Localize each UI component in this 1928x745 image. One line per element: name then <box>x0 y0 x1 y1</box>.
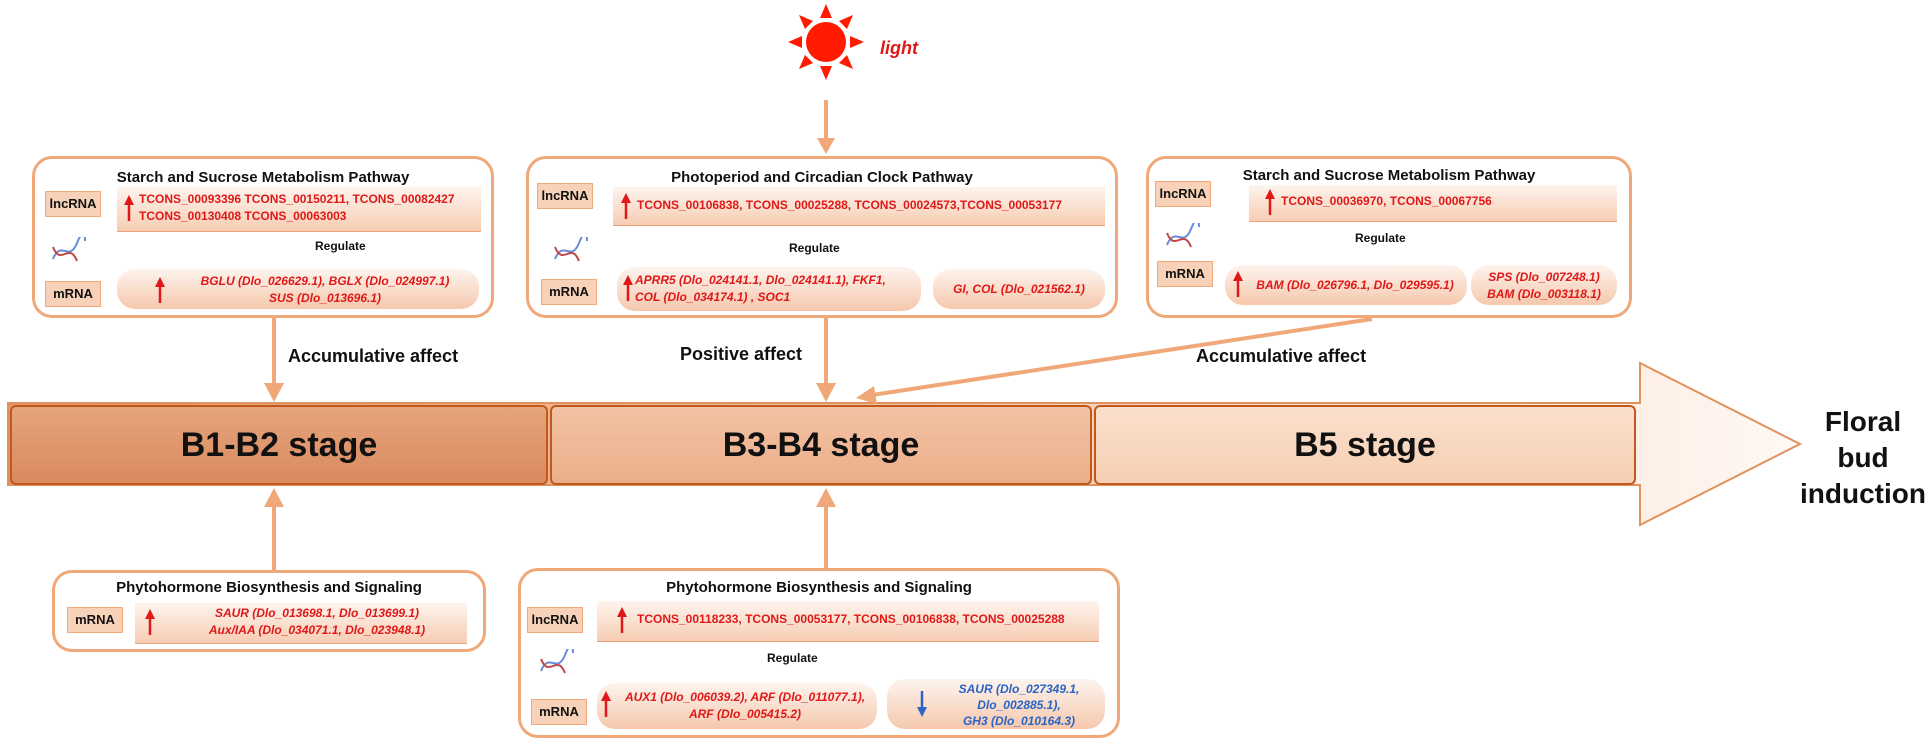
lncrna-tag: lncRNA <box>527 607 583 633</box>
panel-photoperiod-circadian: Photoperiod and Circadian Clock Pathway … <box>526 156 1118 318</box>
lncrna-tag: lncRNA <box>1155 181 1211 207</box>
dna-icon <box>1166 223 1200 248</box>
sun-icon <box>788 4 864 80</box>
mrna-pill-left <box>597 683 877 729</box>
mrna-genes-line1: SAUR (Dlo_013698.1, Dlo_013699.1) <box>214 606 420 620</box>
mrna-genes-right-line3: GH3 (Dlo_010164.3) <box>962 714 1076 728</box>
lncrna-box <box>613 187 1105 226</box>
stage-b5: B5 stage <box>1094 405 1636 485</box>
outcome-line2: induction <box>1800 478 1926 509</box>
panel-title: Starch and Sucrose Metabolism Pathway <box>116 169 410 186</box>
panel-starch-sucrose-b1: Starch and Sucrose Metabolism Pathway ln… <box>32 156 494 318</box>
up-arrow-icon <box>617 607 627 633</box>
regulate-label: Regulate <box>767 651 818 665</box>
mrna-genes-right-line1: SPS (Dlo_007248.1) <box>1488 270 1600 284</box>
mrna-genes-right-line2: BAM (Dlo_003118.1) <box>1487 287 1601 301</box>
mrna-pill-right <box>887 679 1105 729</box>
mrna-genes-right-line2: Dlo_002885.1), <box>977 698 1061 712</box>
mrna-pill <box>117 269 479 309</box>
regulate-label: Regulate <box>789 241 840 255</box>
lncrna-box <box>117 187 481 232</box>
panel-title: Starch and Sucrose Metabolism Pathway <box>1242 167 1536 184</box>
panel-title: Phytohormone Biosynthesis and Signaling <box>116 579 422 596</box>
panel-title: Phytohormone Biosynthesis and Signaling <box>666 579 972 596</box>
dna-icon <box>540 649 574 674</box>
mrna-genes-line2: ARF (Dlo_005415.2) <box>688 707 802 721</box>
panel-starch-sucrose-b5: Starch and Sucrose Metabolism Pathway ln… <box>1146 156 1632 318</box>
panel-phytohormone-b3: Phytohormone Biosynthesis and Signaling … <box>518 568 1120 738</box>
up-arrow-icon <box>145 609 155 635</box>
stage-b1-b2: B1-B2 stage <box>10 405 548 485</box>
lncrna-tag: lncRNA <box>45 191 101 217</box>
effect-label-right: Accumulative affect <box>1196 346 1367 366</box>
mrna-box <box>135 603 467 644</box>
mrna-genes-line1: APRR5 (Dlo_024141.1, Dlo_024141.1), FKF1… <box>635 273 886 287</box>
mrna-genes-line1: AUX1 (Dlo_006039.2), ARF (Dlo_011077.1), <box>624 690 866 704</box>
mrna-tag: mRNA <box>541 279 597 305</box>
up-arrow-icon <box>621 193 631 219</box>
effect-label-left: Accumulative affect <box>288 346 459 366</box>
lncrna-list-line1: TCONS_00106838, TCONS_00025288, TCONS_00… <box>637 198 1062 212</box>
outcome-line1: Floral bud <box>1824 406 1902 473</box>
up-arrow-icon <box>1233 271 1243 297</box>
mrna-pill-left <box>1225 265 1467 305</box>
mrna-genes-line1: BGLU (Dlo_026629.1), BGLX (Dlo_024997.1) <box>200 274 450 288</box>
panel-title: Photoperiod and Circadian Clock Pathway <box>671 169 973 186</box>
up-arrow-icon <box>124 195 134 221</box>
mrna-tag: mRNA <box>531 699 587 725</box>
mrna-genes-right: GI, COL (Dlo_021562.1) <box>953 282 1085 296</box>
up-arrow-icon <box>155 277 165 303</box>
lncrna-list-line1: TCONS_00036970, TCONS_00067756 <box>1281 194 1492 208</box>
mrna-genes-line1: BAM (Dlo_026796.1, Dlo_029595.1) <box>1256 278 1454 292</box>
dna-icon <box>554 237 588 262</box>
outcome-label: Floral bud induction <box>1800 404 1926 512</box>
mrna-genes-line2: COL (Dlo_034174.1) , SOC1 <box>635 290 791 304</box>
mrna-tag: mRNA <box>45 281 101 307</box>
mrna-pill-right <box>933 269 1105 309</box>
lncrna-box <box>597 601 1099 642</box>
lncrna-list-line2: TCONS_00130408 TCONS_00063003 <box>139 209 347 223</box>
mrna-pill-right <box>1471 265 1617 305</box>
stage-b3-b4: B3-B4 stage <box>550 405 1092 485</box>
mrna-pill-left <box>617 267 921 311</box>
mrna-tag: mRNA <box>67 607 123 633</box>
lncrna-tag: lncRNA <box>537 183 593 209</box>
dna-icon <box>52 237 86 262</box>
regulate-label: Regulate <box>315 239 366 253</box>
lncrna-list-line1: TCONS_00093396 TCONS_00150211, TCONS_000… <box>139 192 455 206</box>
effect-label-middle: Positive affect <box>680 344 803 364</box>
up-arrow-icon <box>1265 189 1275 215</box>
lncrna-box <box>1249 185 1617 222</box>
panel-phytohormone-b1: Phytohormone Biosynthesis and Signaling … <box>52 570 486 652</box>
lncrna-list-line1: TCONS_00118233, TCONS_00053177, TCONS_00… <box>637 612 1065 626</box>
up-arrow-icon <box>623 275 633 301</box>
regulate-label: Regulate <box>1355 231 1406 245</box>
mrna-tag: mRNA <box>1157 261 1213 287</box>
down-arrow-icon <box>917 691 927 717</box>
mrna-genes-line2: Aux/IAA (Dlo_034071.1, Dlo_023948.1) <box>208 623 426 637</box>
up-arrow-icon <box>601 691 611 717</box>
mrna-genes-right-line1: SAUR (Dlo_027349.1, <box>958 682 1080 696</box>
light-label: light <box>880 38 918 58</box>
mrna-genes-line2: SUS (Dlo_013696.1) <box>268 291 382 305</box>
